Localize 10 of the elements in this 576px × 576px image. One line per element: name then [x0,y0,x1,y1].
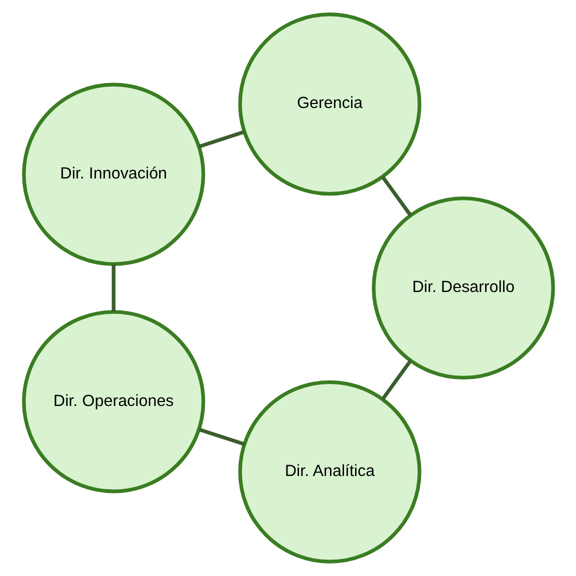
connector [198,428,244,446]
node-circle: Dir. Operaciones [22,310,205,494]
node-circle: Gerencia [238,12,421,196]
connector [111,264,115,312]
node-circle: Dir. Desarrollo [371,196,554,380]
connector [198,130,244,148]
node-circle: Dir. Innovación [22,82,205,266]
connector [380,176,412,216]
node-circle: Dir. Analítica [238,380,421,564]
connector [380,360,412,400]
